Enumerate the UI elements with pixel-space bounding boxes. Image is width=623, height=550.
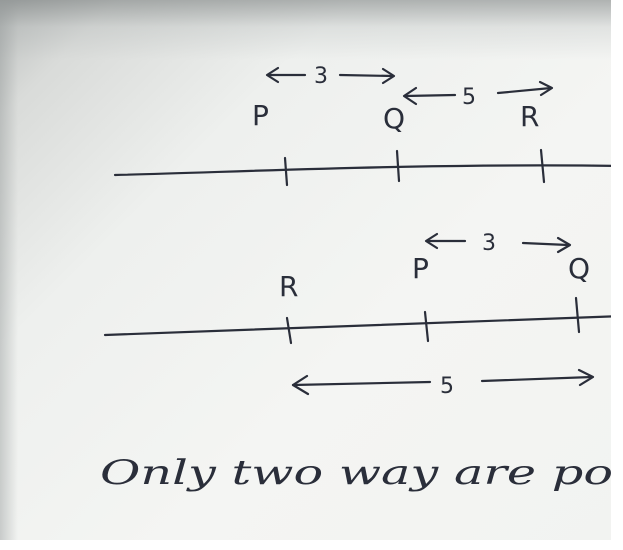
- arrow-right-pq-2: [521, 241, 570, 247]
- arrowhead-right-pq-1: [381, 67, 396, 85]
- distance-label-pq-1: 3: [314, 64, 328, 89]
- tick-q-2: [574, 296, 581, 334]
- arrowhead-right-pq-2: [556, 236, 572, 254]
- diagram-1: [113, 66, 623, 187]
- image-border-bottom: [0, 540, 623, 550]
- point-label-p-1: P: [252, 99, 269, 132]
- arrowhead-right-rq-2: [577, 368, 595, 387]
- arrowhead-right-qr-1: [538, 80, 554, 97]
- arrow-right-qr-1: [496, 86, 553, 95]
- number-line-2: [103, 314, 623, 337]
- arrow-right-pq-1: [338, 73, 395, 78]
- distance-label-rq-2: 5: [440, 374, 454, 399]
- point-label-q-2: Q: [568, 252, 590, 285]
- tick-r-2: [285, 316, 293, 345]
- arrowhead-left-pq-2: [424, 232, 439, 250]
- arrowhead-left-pq-1: [265, 66, 280, 84]
- point-label-r-1: R: [520, 100, 539, 133]
- tick-r-1: [539, 148, 546, 184]
- arrow-left-rq-2: [291, 380, 432, 387]
- arrowhead-left-qr-1: [402, 86, 418, 106]
- distance-label-qr-1: 5: [462, 85, 476, 110]
- diagram-2: [103, 232, 623, 396]
- tick-q-1: [395, 149, 401, 183]
- arrowhead-left-rq-2: [291, 374, 310, 396]
- distance-label-pq-2: 3: [482, 231, 496, 256]
- arrow-right-rq-2: [480, 375, 594, 383]
- image-border-right: [611, 0, 623, 550]
- tick-p-2: [423, 310, 430, 343]
- point-label-p-2: P: [412, 252, 429, 285]
- number-line-1: [113, 164, 623, 177]
- handwritten-note: Only two way are po: [100, 453, 613, 493]
- arrow-left-qr-1: [403, 93, 457, 98]
- point-label-r-2: R: [279, 270, 298, 303]
- tick-p-1: [283, 156, 289, 187]
- point-label-q-1: Q: [383, 102, 405, 135]
